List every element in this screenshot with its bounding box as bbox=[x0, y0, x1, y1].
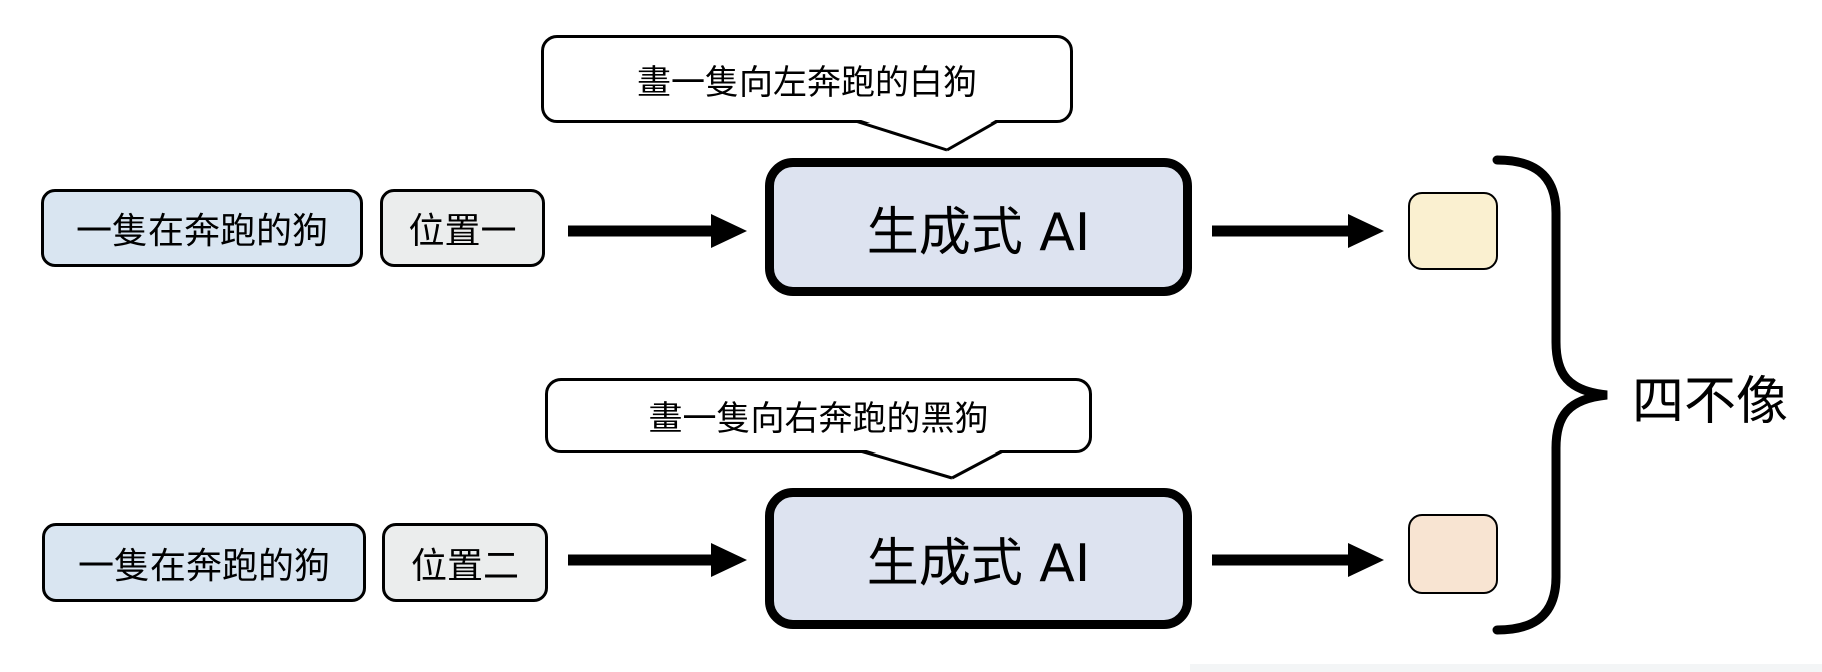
generative-ai-box-row1: 生成式 AI bbox=[765, 158, 1192, 296]
brace-label: 四不像 bbox=[1632, 371, 1789, 432]
footer-strip bbox=[1190, 664, 1822, 672]
position-box-row1: 位置一 bbox=[380, 189, 545, 267]
arrow-icon-row2-left bbox=[568, 543, 747, 577]
input-text-box-row1: 一隻在奔跑的狗 bbox=[41, 189, 363, 267]
generative-ai-box-row2: 生成式 AI bbox=[765, 488, 1192, 629]
output-image-swatch-row1 bbox=[1408, 192, 1498, 270]
arrow-icon-row1-left bbox=[568, 214, 747, 248]
prompt-bubble-row2: 畫一隻向右奔跑的黑狗 bbox=[545, 378, 1092, 453]
arrow-icon-row1-right bbox=[1212, 214, 1384, 248]
output-image-swatch-row2 bbox=[1408, 514, 1498, 594]
curly-brace bbox=[1492, 155, 1608, 635]
input-text-box-row2: 一隻在奔跑的狗 bbox=[42, 523, 366, 602]
prompt-bubble-row1: 畫一隻向左奔跑的白狗 bbox=[541, 35, 1073, 123]
arrow-icon-row2-right bbox=[1212, 543, 1384, 577]
position-box-row2: 位置二 bbox=[382, 523, 548, 602]
